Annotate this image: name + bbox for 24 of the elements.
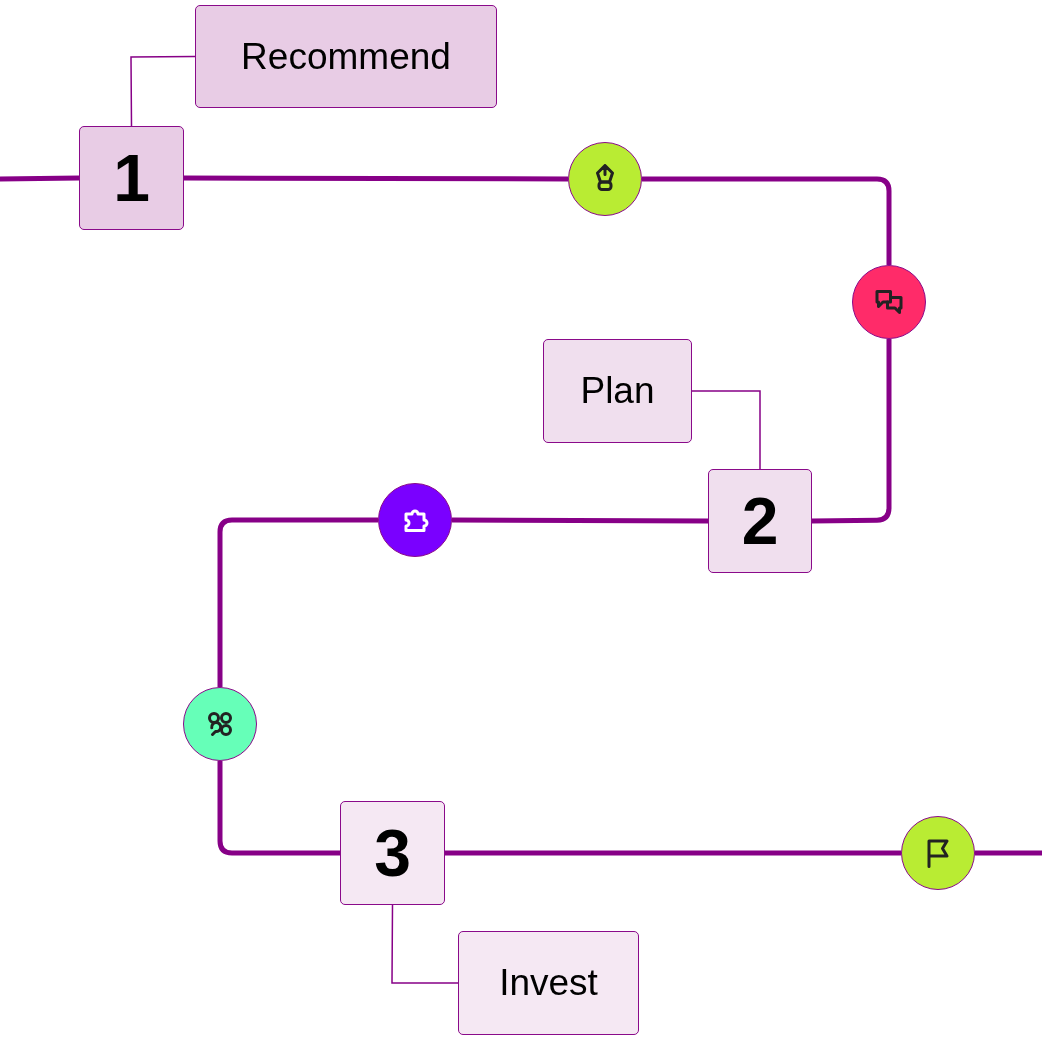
- leader-line: [130, 55, 196, 127]
- path-line: [452, 517, 708, 524]
- step-label: Plan: [580, 370, 655, 412]
- step-label: Recommend: [241, 35, 451, 78]
- path-line: [217, 517, 378, 687]
- step-number-box: [708, 469, 812, 573]
- leader-line: [691, 390, 761, 470]
- step-label-box: [458, 931, 639, 1035]
- path-line: [811, 339, 892, 524]
- step-number: 2: [741, 488, 779, 554]
- step-number-box: [340, 801, 445, 905]
- path-line: [445, 850, 901, 856]
- step-label-box: [195, 5, 497, 108]
- path-line: [217, 761, 340, 856]
- path-line: [184, 175, 568, 182]
- leader-line: [391, 904, 459, 984]
- step-label: Invest: [499, 962, 598, 1004]
- step-label-box: [543, 339, 692, 443]
- step-number: 3: [374, 820, 411, 886]
- path-line: [0, 175, 80, 182]
- path-line: [642, 176, 892, 265]
- step-number: 1: [113, 145, 150, 211]
- step-number-box: [79, 126, 184, 230]
- path-line: [975, 850, 1042, 856]
